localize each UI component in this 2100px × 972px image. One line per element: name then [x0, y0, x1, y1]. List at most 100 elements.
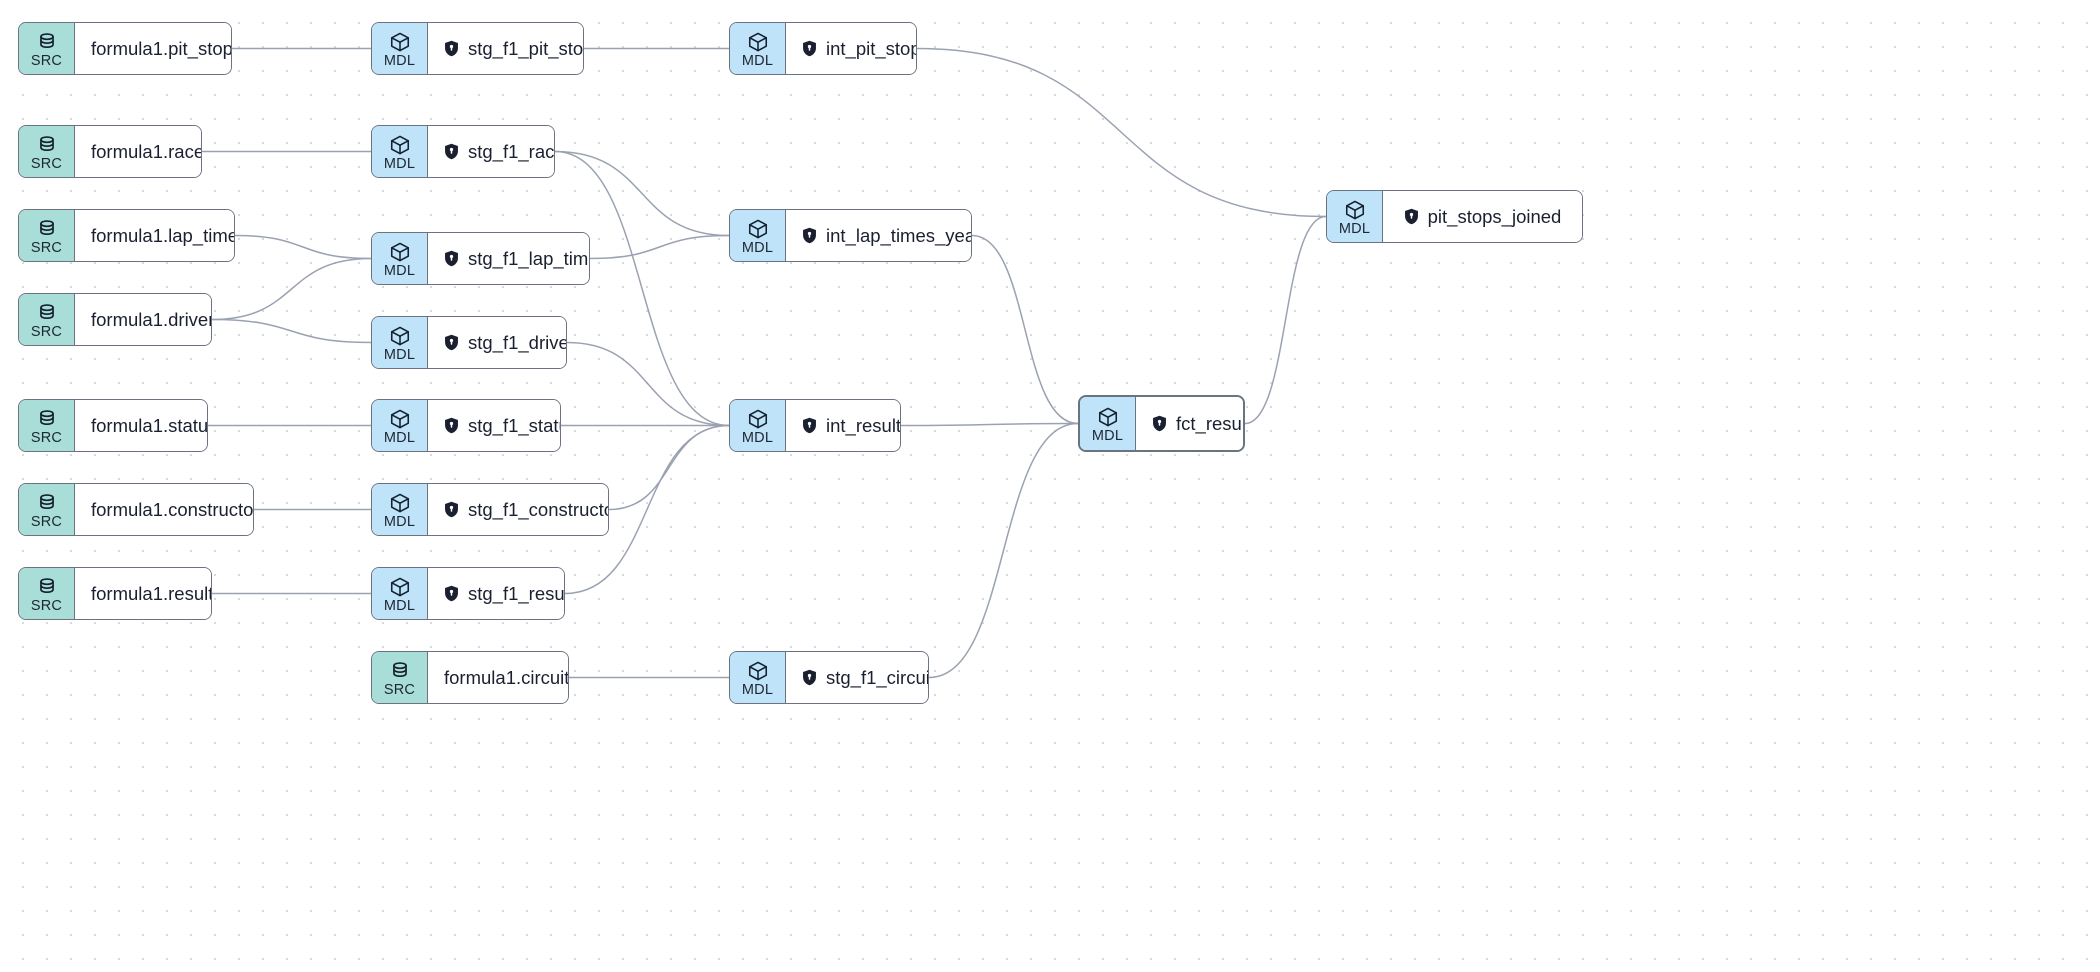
badge-label: MDL — [383, 429, 416, 446]
lineage-node-pit_stops_joined[interactable]: MDL pit_stops_joined — [1326, 190, 1583, 243]
node-label: formula1.results — [91, 582, 212, 604]
lineage-edge-stg_lap_times-to-int_lap_times_years — [589, 234, 730, 260]
badge-label: MDL — [741, 429, 774, 446]
badge-label: SRC — [30, 52, 63, 69]
lineage-node-stg_circuits[interactable]: MDL stg_f1_circuits — [729, 651, 929, 704]
cube-icon — [389, 576, 411, 598]
source-badge: SRC — [372, 652, 428, 703]
node-label: stg_f1_constructors — [468, 498, 608, 520]
cube-icon — [389, 241, 411, 263]
node-body: stg_f1_races — [428, 126, 555, 177]
badge-label: SRC — [30, 513, 63, 530]
node-label: stg_f1_drivers — [468, 331, 567, 353]
lineage-node-stg_lap_times[interactable]: MDL stg_f1_lap_times — [371, 232, 590, 285]
node-body: formula1.circuits — [428, 652, 568, 703]
badge-label: MDL — [741, 239, 774, 256]
node-body: formula1.constructors — [75, 484, 253, 535]
source-badge: SRC — [19, 210, 75, 261]
badge-label: MDL — [383, 262, 416, 279]
badge-label: MDL — [383, 346, 416, 363]
model-badge: MDL — [1327, 191, 1383, 242]
lineage-node-stg_status[interactable]: MDL stg_f1_status — [371, 399, 561, 452]
badge-label: SRC — [30, 429, 63, 446]
source-badge: SRC — [19, 400, 75, 451]
shield-lock-icon — [444, 250, 459, 267]
node-body: stg_f1_constructors — [428, 484, 608, 535]
node-label: stg_f1_pit_stops — [468, 37, 584, 59]
node-body: stg_f1_drivers — [428, 317, 567, 368]
cube-icon — [389, 134, 411, 156]
node-body: stg_f1_circuits — [786, 652, 929, 703]
node-label: formula1.status — [91, 414, 208, 436]
shield-lock-icon — [802, 417, 817, 434]
node-label: formula1.drivers — [91, 308, 212, 330]
lineage-node-src_lap_times[interactable]: SRC formula1.lap_times — [18, 209, 235, 262]
database-icon — [36, 134, 58, 156]
cube-icon — [747, 218, 769, 240]
model-badge: MDL — [372, 23, 428, 74]
lineage-node-src_drivers[interactable]: SRC formula1.drivers — [18, 293, 212, 346]
shield-lock-icon — [1404, 208, 1419, 225]
node-label: int_pit_stops — [826, 37, 916, 59]
source-badge: SRC — [19, 23, 75, 74]
model-badge: MDL — [372, 568, 428, 619]
lineage-node-src_pit_stops[interactable]: SRC formula1.pit_stops — [18, 22, 232, 75]
cube-icon — [747, 660, 769, 682]
model-badge: MDL — [730, 210, 786, 261]
shield-lock-icon — [1152, 415, 1167, 432]
database-icon — [36, 302, 58, 324]
node-label: stg_f1_races — [468, 140, 555, 162]
database-icon — [36, 576, 58, 598]
source-badge: SRC — [19, 126, 75, 177]
lineage-edge-src_drivers-to-stg_drivers — [211, 318, 372, 344]
badge-label: MDL — [741, 52, 774, 69]
lineage-node-stg_drivers[interactable]: MDL stg_f1_drivers — [371, 316, 567, 369]
node-body: stg_f1_status — [428, 400, 560, 451]
node-label: formula1.lap_times — [91, 224, 235, 246]
lineage-node-fct_results[interactable]: MDL fct_results — [1078, 395, 1245, 452]
badge-label: MDL — [741, 681, 774, 698]
node-body: formula1.pit_stops — [75, 23, 231, 74]
node-label: stg_f1_status — [468, 414, 560, 436]
lineage-edge-stg_constructors-to-int_results — [608, 424, 730, 511]
node-body: pit_stops_joined — [1383, 191, 1582, 242]
badge-label: MDL — [383, 597, 416, 614]
lineage-node-int_lap_times_years[interactable]: MDL int_lap_times_years — [729, 209, 972, 262]
database-icon — [389, 660, 411, 682]
cube-icon — [747, 31, 769, 53]
lineage-node-int_pit_stops[interactable]: MDL int_pit_stops — [729, 22, 917, 75]
node-label: fct_results — [1176, 412, 1243, 434]
lineage-node-stg_constructors[interactable]: MDL stg_f1_constructors — [371, 483, 609, 536]
shield-lock-icon — [444, 143, 459, 160]
lineage-node-src_status[interactable]: SRC formula1.status — [18, 399, 208, 452]
database-icon — [36, 31, 58, 53]
model-badge: MDL — [730, 652, 786, 703]
lineage-node-stg_pit_stops[interactable]: MDL stg_f1_pit_stops — [371, 22, 584, 75]
model-badge: MDL — [730, 23, 786, 74]
database-icon — [36, 492, 58, 514]
badge-label: MDL — [1091, 427, 1124, 444]
node-label: stg_f1_circuits — [826, 666, 929, 688]
lineage-edge-stg_drivers-to-int_results — [566, 341, 730, 427]
lineage-edge-int_pit_stops-to-pit_stops_joined — [916, 47, 1327, 218]
model-badge: MDL — [372, 317, 428, 368]
node-body: int_lap_times_years — [786, 210, 971, 261]
node-body: formula1.status — [75, 400, 208, 451]
badge-label: SRC — [30, 323, 63, 340]
node-label: pit_stops_joined — [1427, 205, 1562, 227]
model-badge: MDL — [1080, 397, 1136, 450]
model-badge: MDL — [730, 400, 786, 451]
node-label: stg_f1_lap_times — [468, 247, 589, 269]
node-body: formula1.results — [75, 568, 212, 619]
lineage-edge-src_drivers-to-stg_lap_times — [211, 257, 372, 321]
lineage-node-src_constructors[interactable]: SRC formula1.constructors — [18, 483, 254, 536]
badge-label: MDL — [383, 513, 416, 530]
